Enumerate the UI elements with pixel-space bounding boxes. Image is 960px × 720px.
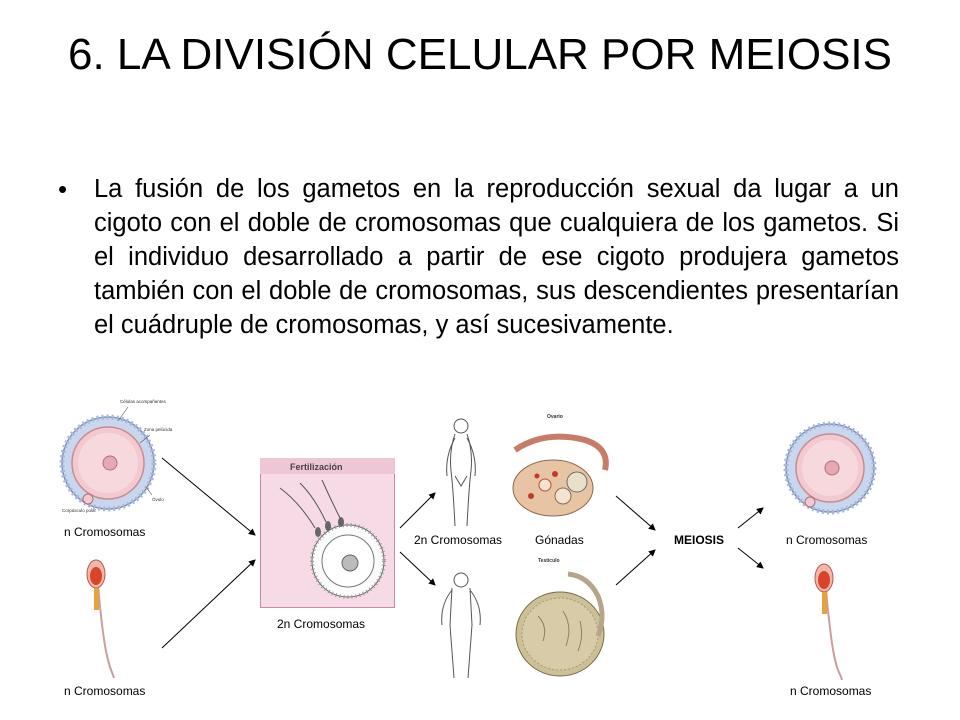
female-figure [446, 418, 476, 527]
individuals-label: 2n Cromosomas [414, 533, 503, 547]
sperm-right-label: n Cromosomas [790, 684, 872, 698]
sperm-left-label: n Cromosomas [64, 684, 146, 698]
arrow-zygote-to-male [399, 551, 436, 586]
arrow-sperm-to-zygote [161, 559, 256, 649]
egg-annot-polar: Corpúsculo polar [62, 508, 97, 513]
bullet-marker: • [58, 174, 68, 204]
fertilization-panel: Fertilización [260, 458, 395, 608]
egg-annot-cells: Células acompañantes [120, 399, 167, 404]
egg-cell-right-figure [783, 421, 877, 515]
arrow-testis-to-meiosis [615, 549, 656, 586]
egg-right-label: n Cromosomas [786, 533, 868, 547]
arrow-meiosis-to-sperm [737, 547, 764, 569]
ovary-title: Ovario [547, 414, 563, 420]
fertilization-title: Fertilización [290, 462, 343, 472]
zygote-label: 2n Cromosomas [277, 617, 366, 631]
sperm-right-figure [814, 563, 843, 681]
egg-annot-ovulo: Óvulo [152, 496, 164, 502]
egg-cell-left-figure: Células acompañantes Zona pelúcida Corpú… [59, 399, 173, 513]
bullet-text: La fusión de los gametos en la reproducc… [94, 175, 899, 339]
male-figure [441, 572, 481, 679]
arrow-meiosis-to-egg [737, 507, 764, 529]
testis-title: Testículo [538, 558, 560, 564]
egg-left-label: n Cromosomas [64, 525, 146, 539]
gonads-label: Gónadas [535, 533, 584, 547]
arrow-zygote-to-female [399, 492, 436, 529]
arrow-ovary-to-meiosis [615, 495, 656, 531]
egg-annot-zona: Zona pelúcida [144, 427, 173, 432]
meiosis-label: MEIOSIS [674, 533, 725, 547]
arrow-egg-to-zygote [161, 457, 256, 536]
testis-figure: Testículo [515, 558, 605, 677]
sperm-left-figure [86, 559, 115, 679]
slide-title: 6. LA DIVISIÓN CELULAR POR MEIOSIS [67, 30, 893, 79]
ovary-figure: Ovario [512, 414, 609, 517]
